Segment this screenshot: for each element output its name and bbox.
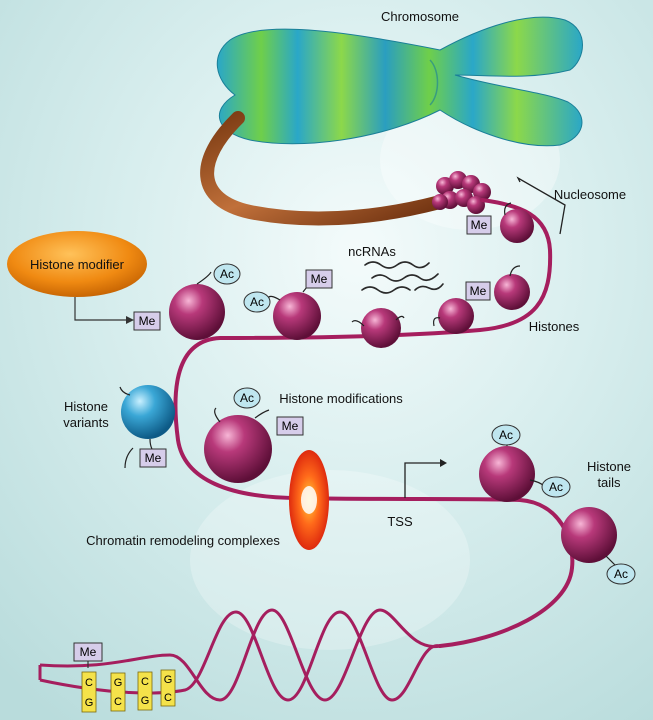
svg-text:G: G	[164, 674, 173, 686]
label-histone-tails: tails	[597, 475, 621, 490]
label-histone-modifier: Histone modifier	[30, 257, 125, 272]
label-histone-variants: variants	[63, 415, 109, 430]
ac-tag: Ac	[214, 264, 240, 284]
svg-text:C: C	[141, 676, 149, 688]
base-pair: C G	[138, 672, 152, 710]
histone	[273, 292, 321, 340]
svg-text:Me: Me	[145, 451, 162, 465]
svg-text:Ac: Ac	[220, 267, 234, 281]
ac-tag: Ac	[244, 292, 270, 312]
svg-text:Ac: Ac	[240, 391, 254, 405]
base-pair: G C	[161, 670, 175, 706]
histone	[438, 298, 474, 334]
label-histone-modifications: Histone modifications	[279, 391, 403, 406]
me-tag: Me	[467, 216, 491, 234]
histone	[479, 446, 535, 502]
histone	[561, 507, 617, 563]
chromatin-remodeling-complex	[289, 450, 329, 550]
me-tag: Me	[277, 417, 303, 435]
svg-text:G: G	[85, 697, 94, 709]
svg-text:Me: Me	[80, 645, 97, 659]
base-pair: G C	[111, 673, 125, 711]
me-tag: Me	[466, 282, 490, 300]
svg-text:Ac: Ac	[250, 295, 264, 309]
svg-text:C: C	[164, 692, 172, 704]
me-tag: Me	[306, 270, 332, 288]
svg-text:G: G	[114, 677, 123, 689]
histone	[204, 415, 272, 483]
histone	[169, 284, 225, 340]
label-histone-tails: Histone	[587, 459, 631, 474]
svg-text:Ac: Ac	[549, 480, 563, 494]
label-chromosome: Chromosome	[381, 9, 459, 24]
histone	[494, 274, 530, 310]
ac-tag: Ac	[492, 425, 520, 445]
me-tag: Me	[140, 449, 166, 467]
svg-text:Me: Me	[311, 272, 328, 286]
svg-text:C: C	[114, 696, 122, 708]
label-chromatin-remodeling: Chromatin remodeling complexes	[86, 533, 280, 548]
svg-text:G: G	[141, 695, 150, 707]
label-ncrnas: ncRNAs	[348, 244, 396, 259]
base-pair: C G	[82, 672, 96, 712]
label-histone-variants: Histone	[64, 399, 108, 414]
label-nucleosome: Nucleosome	[554, 187, 626, 202]
ac-tag: Ac	[542, 477, 570, 497]
svg-text:Ac: Ac	[614, 567, 628, 581]
histone	[361, 308, 401, 348]
label-histones: Histones	[529, 319, 580, 334]
svg-text:Me: Me	[470, 284, 487, 298]
svg-text:Me: Me	[139, 314, 156, 328]
ac-tag: Ac	[234, 388, 260, 408]
svg-text:Me: Me	[282, 419, 299, 433]
svg-text:Me: Me	[471, 218, 488, 232]
me-tag: Me	[74, 643, 102, 661]
histone-variant	[121, 385, 175, 439]
svg-text:C: C	[85, 677, 93, 689]
svg-text:Ac: Ac	[499, 428, 513, 442]
label-tss: TSS	[387, 514, 413, 529]
me-tag: Me	[134, 312, 160, 330]
ac-tag: Ac	[607, 564, 635, 584]
